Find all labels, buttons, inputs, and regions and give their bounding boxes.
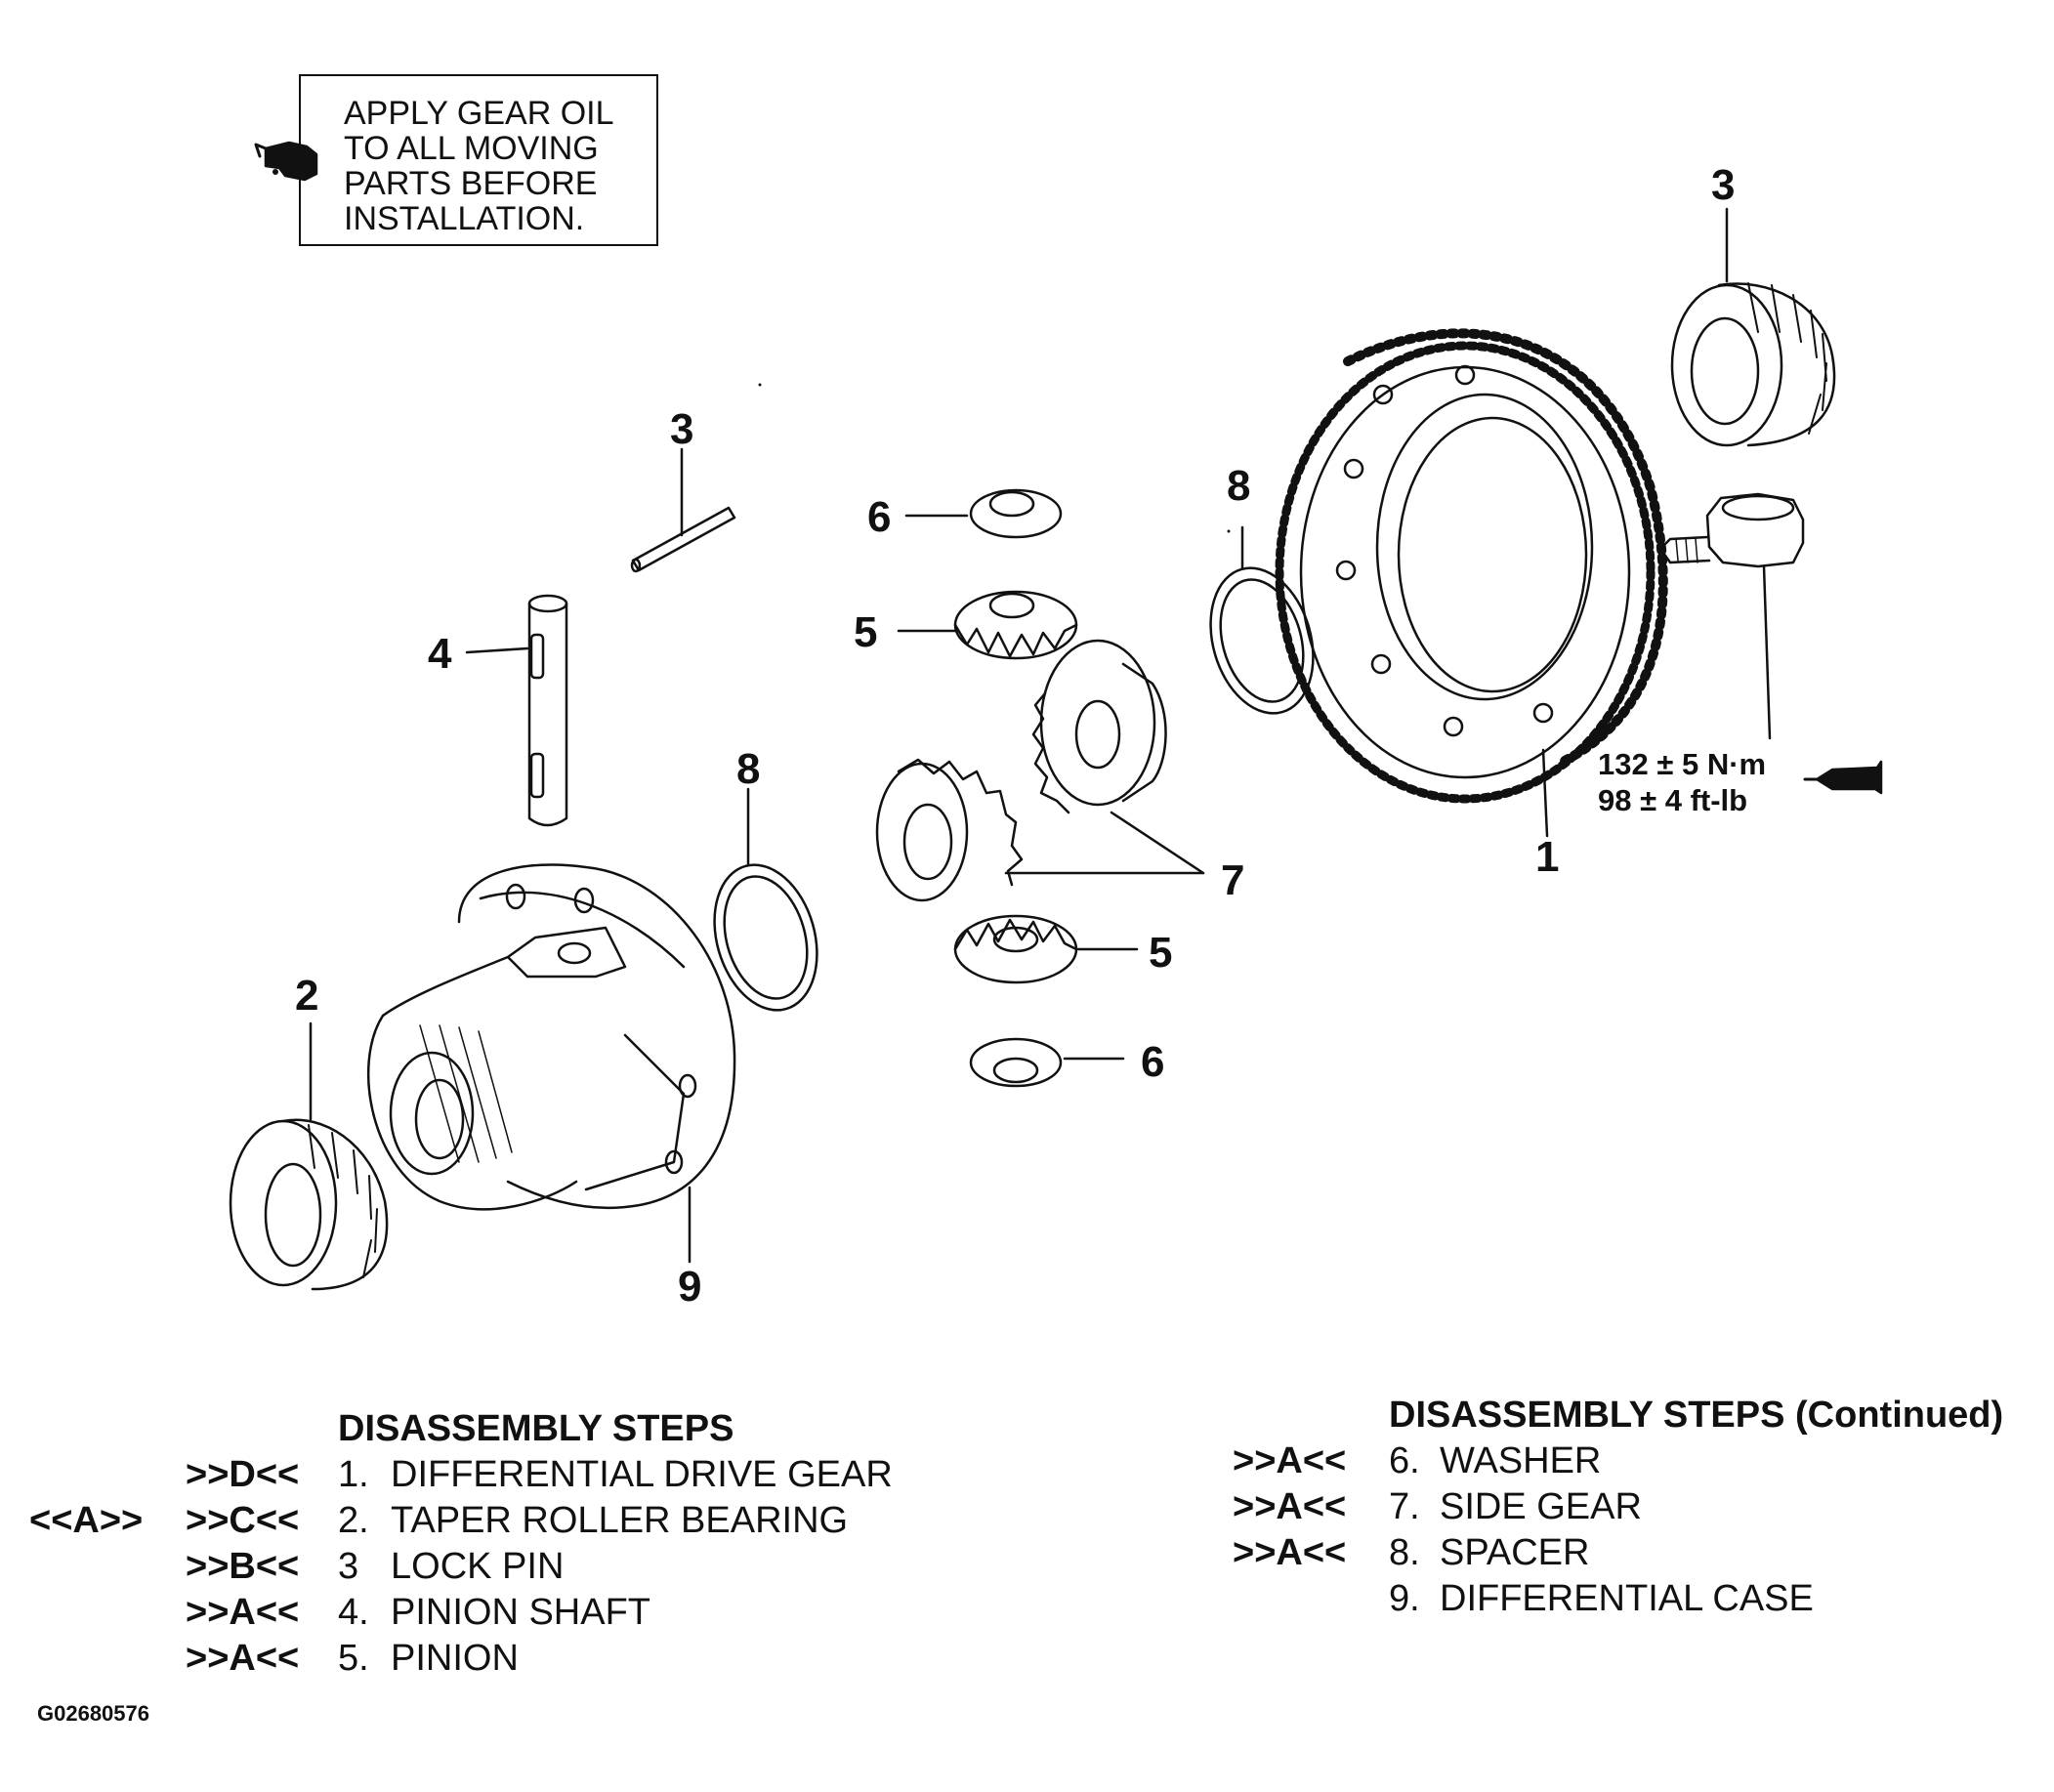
leader-bolt (1762, 564, 1772, 740)
callout-6-bottom: 6 (1141, 1038, 1165, 1086)
step-code: >>A<< (186, 1592, 300, 1633)
tapered-roller-bearing-right (1670, 282, 1836, 447)
step-num: 8. (1389, 1532, 1420, 1573)
callout-7: 7 (1221, 856, 1245, 904)
callout-5-bottom: 5 (1149, 929, 1173, 977)
note-box (299, 74, 658, 246)
callout-5-top: 5 (854, 608, 878, 656)
steps-title-right: DISASSEMBLY STEPS (Continued) (1389, 1395, 2004, 1436)
step-code: >>A<< (1233, 1532, 1347, 1573)
callout-8-right: 8 (1227, 462, 1251, 510)
leader-1 (1541, 748, 1549, 838)
step-num: 7. (1389, 1486, 1420, 1527)
step-row: >>A<< 7. SIDE GEAR (1233, 1484, 2043, 1530)
step-code: >>C<< (186, 1500, 300, 1541)
disassembly-steps-left: DISASSEMBLY STEPS >>D<< 1. DIFFERENTIAL … (29, 1406, 967, 1682)
differential-drive-gear (1275, 328, 1668, 804)
spacer-right (1209, 566, 1315, 715)
leader-7 (1004, 811, 1205, 875)
torque-nm: 132 ± 5 N·m (1598, 747, 1767, 781)
callout-2: 2 (295, 972, 319, 1020)
step-num: 4. (338, 1592, 369, 1633)
step-pre: <<A>> (29, 1500, 144, 1541)
disassembly-steps-right: DISASSEMBLY STEPS (Continued) >>A<< 6. W… (1233, 1393, 2043, 1622)
callout-9: 9 (678, 1263, 702, 1311)
callout-3-bearing: 3 (1711, 161, 1736, 209)
step-code: >>B<< (186, 1546, 300, 1587)
torque-spec: 132 ± 5 N·m 98 ± 4 ft-lb (1598, 746, 1766, 818)
step-name: DIFFERENTIAL CASE (1440, 1578, 1814, 1619)
steps-title-left: DISASSEMBLY STEPS (338, 1408, 734, 1449)
differential-case (366, 863, 736, 1211)
step-row: >>B<< 3 LOCK PIN (29, 1544, 967, 1590)
step-name: WASHER (1440, 1440, 1602, 1481)
callout-8-left: 8 (736, 745, 761, 793)
step-num: 9. (1389, 1578, 1420, 1619)
step-num: 3 (338, 1546, 359, 1587)
step-code: >>A<< (1233, 1486, 1347, 1527)
leader-4 (465, 646, 529, 654)
step-name: SIDE GEAR (1440, 1486, 1642, 1527)
torque-ftlb: 98 ± 4 ft-lb (1598, 783, 1748, 817)
lock-pin (630, 506, 736, 573)
step-row: >>A<< 4. PINION SHAFT (29, 1590, 967, 1636)
callout-6-top: 6 (867, 493, 892, 541)
tapered-roller-bearing-left (229, 1118, 389, 1291)
pinion-shaft (527, 594, 568, 827)
step-num: 2. (338, 1500, 369, 1541)
step-num: 6. (1389, 1440, 1420, 1481)
side-gear-upper (1031, 639, 1167, 814)
washer-bottom (969, 1037, 1063, 1088)
step-row: >>D<< 1. DIFFERENTIAL DRIVE GEAR (29, 1452, 967, 1498)
step-code: >>A<< (186, 1638, 300, 1679)
step-row: >>A<< 6. WASHER (1233, 1438, 2043, 1484)
step-name: LOCK PIN (391, 1546, 565, 1587)
pinion-bottom (953, 914, 1078, 984)
step-name: SPACER (1440, 1532, 1590, 1573)
step-name: PINION (391, 1638, 519, 1679)
side-gear-lower (875, 758, 1024, 902)
step-row: <<A>> >>C<< 2. TAPER ROLLER BEARING (29, 1498, 967, 1544)
torque-wrench-icon (1803, 760, 1883, 795)
figure-id: G02680576 (37, 1701, 149, 1726)
step-name: TAPER ROLLER BEARING (391, 1500, 849, 1541)
step-row: >>A<< 5. PINION (29, 1636, 967, 1682)
drive-gear-bolt (1658, 492, 1805, 568)
step-row: >>A<< 8. SPACER (1233, 1530, 2043, 1576)
pinion-top (953, 590, 1078, 660)
step-code: >>D<< (186, 1454, 300, 1495)
washer-top (969, 488, 1063, 539)
step-num: 5. (338, 1638, 369, 1679)
step-name: PINION SHAFT (391, 1592, 651, 1633)
step-code: >>A<< (1233, 1440, 1347, 1481)
step-num: 1. (338, 1454, 369, 1495)
note-text: APPLY GEAR OIL TO ALL MOVING PARTS BEFOR… (344, 95, 614, 237)
callout-1: 1 (1535, 833, 1560, 881)
step-name: DIFFERENTIAL DRIVE GEAR (391, 1454, 893, 1495)
spacer-left (713, 863, 818, 1012)
step-row: 9. DIFFERENTIAL CASE (1233, 1576, 2043, 1622)
callout-3-pin: 3 (670, 405, 694, 453)
callout-4: 4 (428, 630, 452, 678)
oil-can-icon (254, 141, 318, 182)
